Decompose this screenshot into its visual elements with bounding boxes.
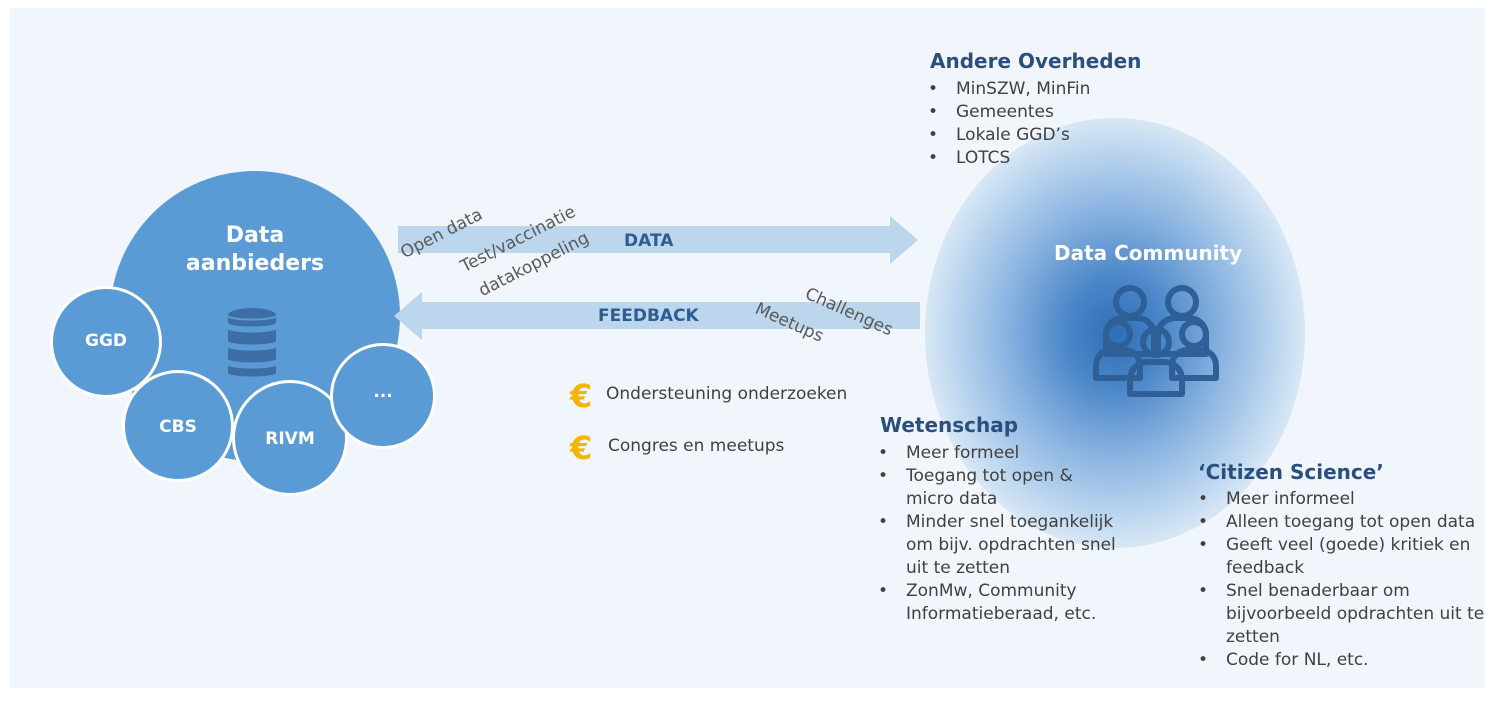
data-arrow-shaft xyxy=(398,226,890,253)
feedback-arrow-label: FEEDBACK xyxy=(598,306,699,326)
list-item: Lokale GGD’s xyxy=(928,124,1188,147)
list-item: Code for NL, etc. xyxy=(1198,649,1485,672)
bubble-cbs-label: CBS xyxy=(159,417,197,437)
wetenschap-list: Meer formeel Toegang tot open & micro da… xyxy=(878,442,1150,626)
bubble-ggd: GGD xyxy=(50,286,162,398)
list-item: LOTCS xyxy=(928,147,1188,170)
list-item: ZonMw, Community Informatieberaad, etc. xyxy=(878,580,1150,626)
bubble-more-label: ... xyxy=(373,382,393,402)
overheden-heading: Andere Overheden xyxy=(930,49,1142,73)
data-arrow-head xyxy=(890,216,918,264)
euro-icon: € xyxy=(570,377,593,415)
feedback-arrow-shaft xyxy=(422,302,920,329)
data-arrow-label: DATA xyxy=(624,231,674,251)
database-icon xyxy=(226,306,278,379)
bubble-more: ... xyxy=(330,343,436,449)
list-item: Meer formeel xyxy=(878,442,1150,465)
community-title: Data Community xyxy=(1054,241,1243,265)
list-item: Alleen toegang tot open data xyxy=(1198,511,1485,534)
list-item: Meer informeel xyxy=(1198,488,1485,511)
feedback-arrow-head xyxy=(394,292,422,340)
people-group-icon xyxy=(1093,285,1219,397)
euro-icon: € xyxy=(570,429,593,467)
bubble-rivm: RIVM xyxy=(232,380,348,496)
bubble-ggd-label: GGD xyxy=(84,331,128,351)
providers-title-line1: Data xyxy=(225,223,285,248)
citizen-heading: ‘Citizen Science’ xyxy=(1198,460,1384,484)
wetenschap-heading: Wetenschap xyxy=(880,413,1019,437)
list-item: Toegang tot open & micro data xyxy=(878,465,1116,511)
support-item-research: Ondersteuning onderzoeken xyxy=(606,384,848,404)
list-item: Geeft veel (goede) kritiek en feedback xyxy=(1198,534,1485,580)
bubble-cbs: CBS xyxy=(122,370,234,482)
list-item: Minder snel toegankelijk om bijv. opdrac… xyxy=(878,511,1141,580)
list-item: MinSZW, MinFin xyxy=(928,78,1188,101)
list-item: Snel benaderbaar om bijvoorbeeld opdrach… xyxy=(1198,580,1485,649)
support-item-congres: Congres en meetups xyxy=(608,436,785,456)
list-item: Gemeentes xyxy=(928,101,1188,124)
diagram-canvas: Data aanbieders GGD CBS RIVM ... Data Co… xyxy=(10,8,1485,688)
bubble-rivm-label: RIVM xyxy=(265,429,315,449)
citizen-list: Meer informeel Alleen toegang tot open d… xyxy=(1198,488,1485,672)
overheden-list: MinSZW, MinFin Gemeentes Lokale GGD’s LO… xyxy=(928,78,1188,170)
providers-title-line2: aanbieders xyxy=(185,251,325,276)
